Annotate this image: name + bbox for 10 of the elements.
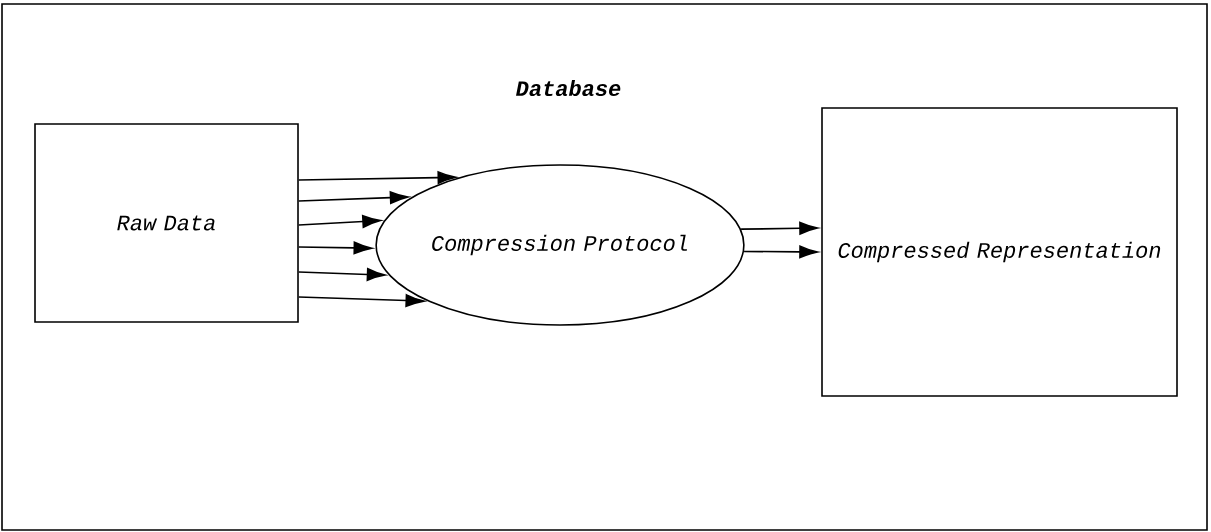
process-box: Compressed Representation xyxy=(821,107,1178,397)
arrow xyxy=(740,221,819,235)
arrow xyxy=(298,171,457,185)
process-box: Raw Data xyxy=(34,123,299,323)
arrow xyxy=(298,294,425,308)
arrow xyxy=(298,191,409,205)
arrow xyxy=(298,267,386,281)
arrow xyxy=(298,241,373,255)
arrow xyxy=(743,245,819,259)
arrow xyxy=(298,214,382,228)
